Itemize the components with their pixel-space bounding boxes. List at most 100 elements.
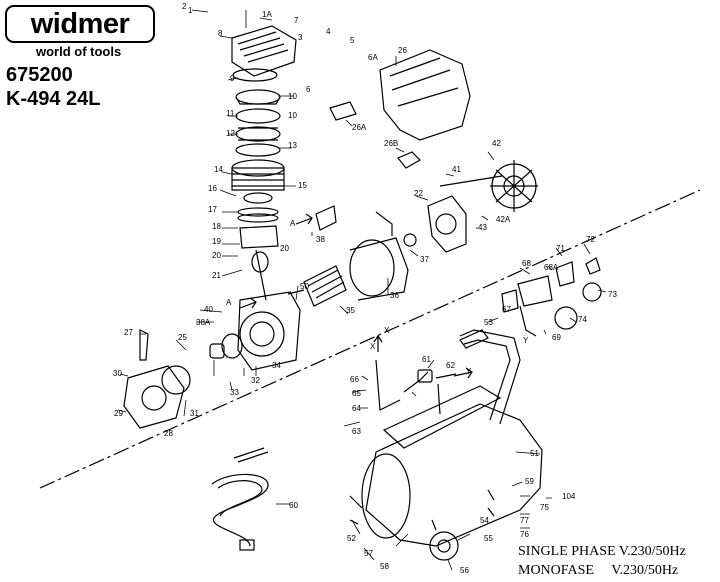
part-callout-10: 10 — [288, 111, 297, 120]
part-callout-77: 77 — [520, 516, 529, 525]
part-callout-55: 55 — [484, 534, 493, 543]
part-callout-34: 34 — [272, 361, 281, 370]
flow-arrows — [239, 213, 473, 379]
brand-tagline: world of tools — [36, 44, 122, 59]
part-callout-7: 7 — [294, 16, 299, 25]
part-callout-12: 12 — [226, 129, 235, 138]
part-callout-66: 66 — [350, 375, 359, 384]
part-callout-26A: 26A — [352, 123, 367, 132]
part-callout-68: 68 — [522, 259, 531, 268]
part-callout-37: 37 — [420, 255, 429, 264]
part-callout-50: 50 — [300, 282, 309, 291]
part-callout-41: 41 — [452, 165, 461, 174]
part-callout-42A: 42A — [496, 215, 511, 224]
part-callout-1: 1 — [188, 6, 193, 15]
part-callout-75: 75 — [540, 503, 549, 512]
part-callout-69: 69 — [552, 333, 561, 342]
part-callout-6: 6 — [306, 85, 311, 94]
part-callout-25: 25 — [178, 333, 187, 342]
part-callout-26: 26 — [398, 46, 407, 55]
part-callout-74: 74 — [578, 315, 587, 324]
part-callout-4: 4 — [326, 27, 331, 36]
part-callout-29: 29 — [114, 409, 123, 418]
part-callout-63: 63 — [352, 427, 361, 436]
fan-bracket-group — [427, 160, 538, 253]
part-callout-58: 58 — [380, 562, 389, 571]
part-callout-28: 28 — [164, 429, 173, 438]
part-callout-40: 40 — [204, 305, 213, 314]
part-callout-1A: 1A — [262, 10, 272, 19]
part-callout-26B: 26B — [384, 139, 398, 148]
pipe-fittings-group — [375, 359, 457, 415]
part-callout-67: 67 — [502, 305, 511, 314]
part-callout-3: 3 — [298, 33, 303, 42]
part-callout-38A: 38A — [196, 318, 211, 327]
part-callout-42: 42 — [492, 139, 501, 148]
section-divider-line — [39, 189, 701, 489]
leader-lines — [117, 9, 607, 571]
part-callout-68A: 68A — [544, 263, 559, 272]
part-callout-18: 18 — [212, 222, 221, 231]
part-callout-20: 20 — [280, 244, 289, 253]
part-callout-9: 9 — [230, 74, 235, 83]
brand-name: widmer — [30, 8, 130, 40]
part-callout-62: 62 — [446, 361, 455, 370]
shroud-group — [329, 49, 471, 169]
pressure-switch-group — [501, 257, 602, 337]
product-model: K-494 24L — [6, 88, 101, 110]
power-spec-line-1: SINGLE PHASE V.230/50Hz — [518, 544, 686, 559]
part-callout-31: 31 — [190, 409, 199, 418]
part-callout-73: 73 — [608, 290, 617, 299]
part-callout-11: 11 — [226, 109, 235, 118]
part-callout-53: 53 — [484, 318, 493, 327]
part-callout-30: 30 — [113, 369, 122, 378]
flow-marker-y: Y — [523, 336, 529, 345]
cylinder-head-group — [231, 25, 297, 301]
crankcase-group — [209, 291, 301, 371]
flow-marker-a: A — [290, 219, 296, 228]
part-callout-2: 2 — [182, 2, 187, 11]
part-callout-33: 33 — [230, 388, 239, 397]
flow-marker-a: A — [226, 298, 232, 307]
part-callout-13: 13 — [288, 141, 297, 150]
part-callout-54: 54 — [480, 516, 489, 525]
brand-logo: widmer — [5, 5, 155, 43]
part-callout-65: 65 — [352, 389, 361, 398]
flow-marker-x: X — [384, 326, 390, 335]
part-callout-61: 61 — [422, 355, 431, 364]
motor-group — [287, 205, 417, 307]
part-callout-35: 35 — [346, 306, 355, 315]
part-callout-43: 43 — [478, 223, 487, 232]
part-callout-57: 57 — [364, 549, 373, 558]
part-callout-59: 59 — [525, 477, 534, 486]
part-callout-15: 15 — [298, 181, 307, 190]
power-cable-group — [211, 447, 269, 551]
tank-group — [349, 329, 543, 561]
part-callout-6A: 6A — [368, 53, 378, 62]
part-callout-32: 32 — [251, 376, 260, 385]
part-callout-22: 22 — [414, 189, 423, 198]
part-callout-8: 8 — [218, 29, 223, 38]
part-callout-72: 72 — [586, 235, 595, 244]
part-callout-19: 19 — [212, 237, 221, 246]
power-spec-line-2: MONOFASE V.230/50Hz — [518, 563, 679, 578]
part-callout-71: 71 — [556, 244, 565, 253]
part-callout-20: 20 — [212, 251, 221, 260]
part-callout-17: 17 — [208, 205, 217, 214]
part-callout-56: 56 — [460, 566, 469, 575]
part-callout-60: 60 — [289, 501, 298, 510]
part-callout-10: 10 — [288, 92, 297, 101]
part-callout-27: 27 — [124, 328, 133, 337]
part-callout-52: 52 — [347, 534, 356, 543]
part-callout-38: 38 — [316, 235, 325, 244]
part-callout-5: 5 — [350, 36, 355, 45]
part-callout-64: 64 — [352, 404, 361, 413]
end-cover-group — [123, 329, 191, 429]
part-callout-16: 16 — [208, 184, 217, 193]
flow-marker-y: Y — [466, 367, 472, 376]
part-callout-21: 21 — [212, 271, 221, 280]
flow-marker-x: X — [370, 342, 376, 351]
